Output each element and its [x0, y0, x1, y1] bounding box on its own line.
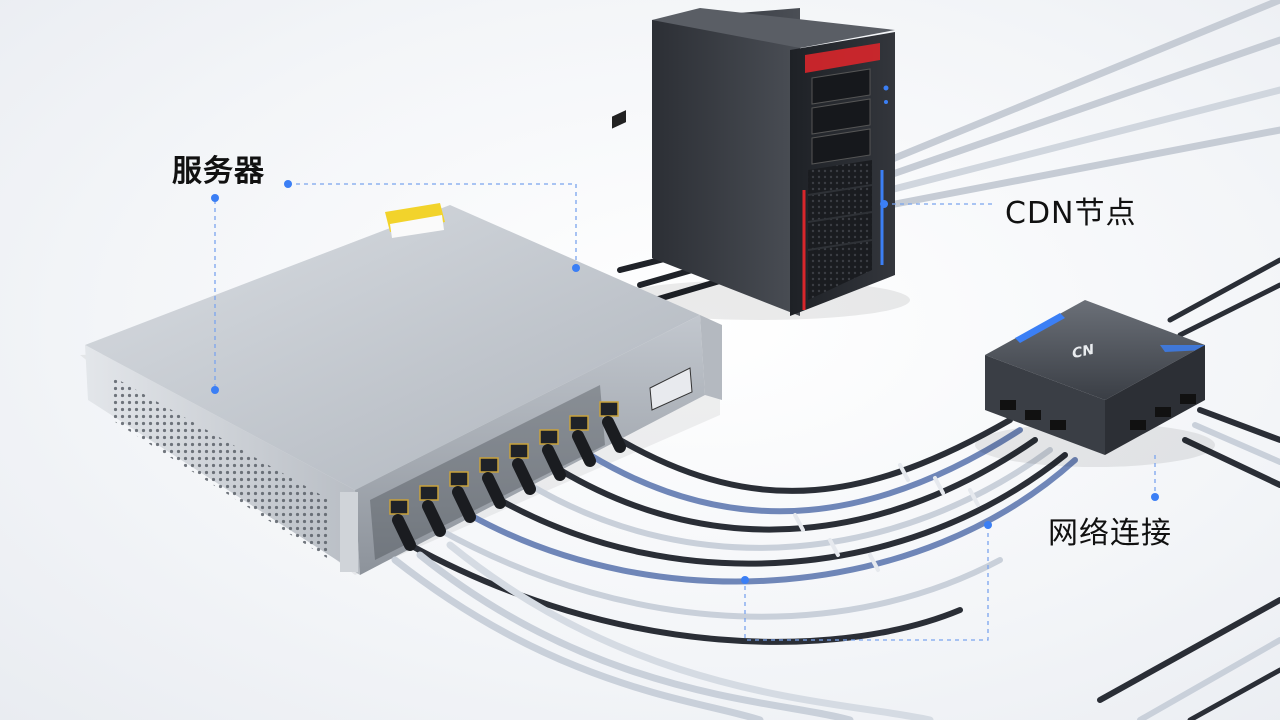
tower-cables: [617, 0, 1280, 303]
leader-dots: [211, 180, 1159, 584]
label-leaders: [214, 183, 1156, 641]
cdn-node-label: CDN节点: [1005, 196, 1137, 231]
network-hub-icon: [975, 300, 1215, 467]
hub-cables-right: [1097, 257, 1280, 720]
network-cables: [391, 416, 1078, 720]
server-label: 服务器: [172, 154, 265, 189]
network-label: 网络连接: [1048, 516, 1172, 551]
tower-server-icon: [610, 8, 910, 320]
